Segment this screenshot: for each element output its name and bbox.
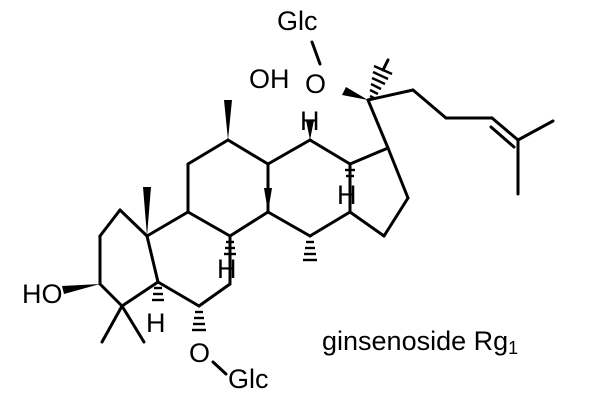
ring-a [98, 208, 160, 308]
c12-o-wedge [224, 100, 232, 140]
h-c5-label: H [146, 308, 166, 338]
c8-methyl-wedge [264, 188, 272, 212]
compound-name-main: ginsenoside Rg [322, 326, 508, 356]
h-c13-label: H [300, 106, 320, 136]
ho-c3-label: HO [22, 279, 63, 309]
ring-d [266, 138, 352, 238]
c14-methyl-hash [303, 240, 317, 262]
c6-o-glc-bond [211, 360, 228, 376]
h-c17-label: H [337, 180, 357, 210]
compound-name: ginsenoside Rg1 [322, 326, 518, 358]
glc-bottom-label: Glc [228, 364, 269, 394]
c13-h-wedge [306, 120, 314, 140]
o-c6-label: O [189, 338, 210, 368]
ring-e [348, 146, 410, 238]
compound-name-subscript: 1 [508, 338, 518, 358]
c4-gem-dimethyl [100, 304, 146, 344]
ring-b [145, 210, 232, 308]
o-c20-label: O [305, 69, 326, 99]
oh-c12-label: OH [249, 64, 290, 94]
ring-c [186, 138, 270, 238]
c20-o-glc-bond [310, 40, 322, 66]
c3-o-wedge [62, 284, 100, 294]
c10-methyl-wedge [143, 187, 151, 236]
glc-top-label: Glc [277, 6, 318, 36]
c17-h-hash [345, 168, 355, 178]
h-c9-label: H [217, 254, 237, 284]
c20-methyl-hash [369, 64, 393, 100]
c6-o-hash [192, 310, 206, 332]
side-chain [366, 88, 555, 196]
c20-o-wedge [342, 87, 368, 100]
c9-h-hash [224, 240, 236, 256]
c20-methyl-tail [381, 58, 390, 72]
c5-h-hash [152, 286, 164, 302]
